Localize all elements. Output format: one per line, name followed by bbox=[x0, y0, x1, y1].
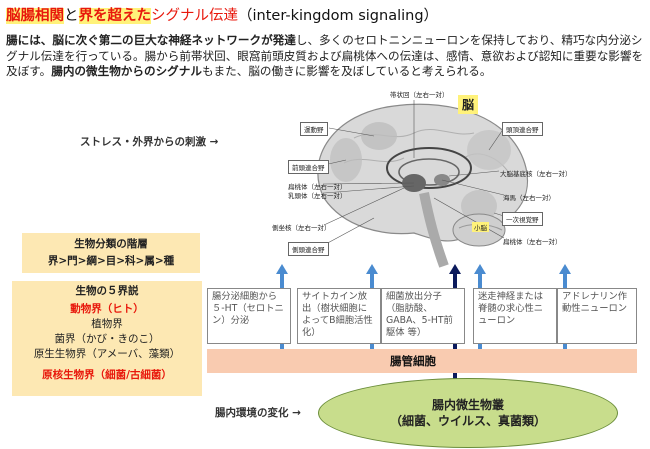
taxonomy-hierarchy: 界>門>綱>目>科>属>種 bbox=[47, 255, 175, 267]
label-basal-ganglia: 大脳基底核（左右一対） bbox=[500, 170, 572, 178]
label-hippocampus: 海馬（左右一対） bbox=[503, 194, 555, 202]
column-5: アドレナリン作動性ニューロン bbox=[557, 288, 637, 344]
column-4: 迷走神経または脊髄の求心性ニューロン bbox=[473, 288, 557, 344]
label-temporal: 側頭連合野 bbox=[288, 242, 329, 256]
five-kingdoms-box: 生物の５界説 動物界（ヒト） 植物界 菌界（かび・きのこ） 原生生物界（アメーバ… bbox=[12, 281, 202, 396]
microbiota-text: 腸内微生物叢 （細菌、ウイルス、真菌類） bbox=[389, 398, 546, 428]
intro-paragraph: 腸には、脳に次ぐ第二の巨大な神経ネットワークが発達し、多くのセロトニンニューロン… bbox=[6, 33, 644, 78]
label-parietal: 頭頂連合野 bbox=[502, 122, 543, 136]
brain-title: 脳 bbox=[458, 95, 479, 114]
column-3: 細菌放出分子（脂肪酸、GABA、5-HT前駆体 等） bbox=[381, 288, 465, 344]
label-amygdala: 扁桃体（左右一対） bbox=[288, 183, 347, 191]
taxonomy-heading: 生物分類の階層 bbox=[74, 238, 148, 250]
label-cingulate: 帯状回（左右一対） bbox=[390, 91, 449, 99]
label-visual: 一次視覚野 bbox=[502, 212, 543, 226]
label-amygdala-2: 扁桃体（左右一対） bbox=[503, 238, 562, 246]
column-1: 腸分泌細胞から５-HT（セロトニン）分泌 bbox=[207, 288, 291, 344]
brain-drawing bbox=[317, 100, 528, 268]
label-mammillary: 乳頭体（左右一対） bbox=[288, 192, 347, 200]
column-2: サイトカイン放出（樹状細胞によってB細胞活性化） bbox=[297, 288, 381, 344]
microbiota-ellipse bbox=[318, 378, 618, 448]
five-kingdoms-heading: 生物の５界説 bbox=[75, 285, 139, 297]
env-change-label: 腸内環境の変化 → bbox=[215, 407, 301, 419]
label-prefrontal: 前頭連合野 bbox=[288, 160, 329, 174]
brain-illustration bbox=[264, 88, 576, 272]
kingdom-prokaryote: 原核生物界（細菌/古細菌） bbox=[42, 369, 172, 381]
gut-cell-label: 腸管細胞 bbox=[390, 354, 436, 368]
stress-label: ストレス・外界からの刺激 → bbox=[80, 136, 219, 148]
kingdom-plant: 植物界 bbox=[91, 318, 123, 330]
label-cerebellum: 小脳 bbox=[472, 222, 489, 232]
label-motor: 運動野 bbox=[300, 122, 328, 136]
kingdom-protist: 原生生物界（アメーバ、藻類） bbox=[33, 348, 181, 360]
page-title: 脳腸相関と界を超えたシグナル伝達（inter-kingdom signaling… bbox=[6, 8, 439, 24]
label-accumbens: 側坐核（左右一対） bbox=[272, 224, 331, 232]
kingdom-animal: 動物界（ヒト） bbox=[70, 303, 144, 315]
taxonomy-box: 生物分類の階層 界>門>綱>目>科>属>種 bbox=[22, 233, 200, 273]
kingdom-fungi: 菌界（かび・きのこ） bbox=[54, 333, 160, 345]
gut-cell-bar bbox=[207, 349, 637, 373]
